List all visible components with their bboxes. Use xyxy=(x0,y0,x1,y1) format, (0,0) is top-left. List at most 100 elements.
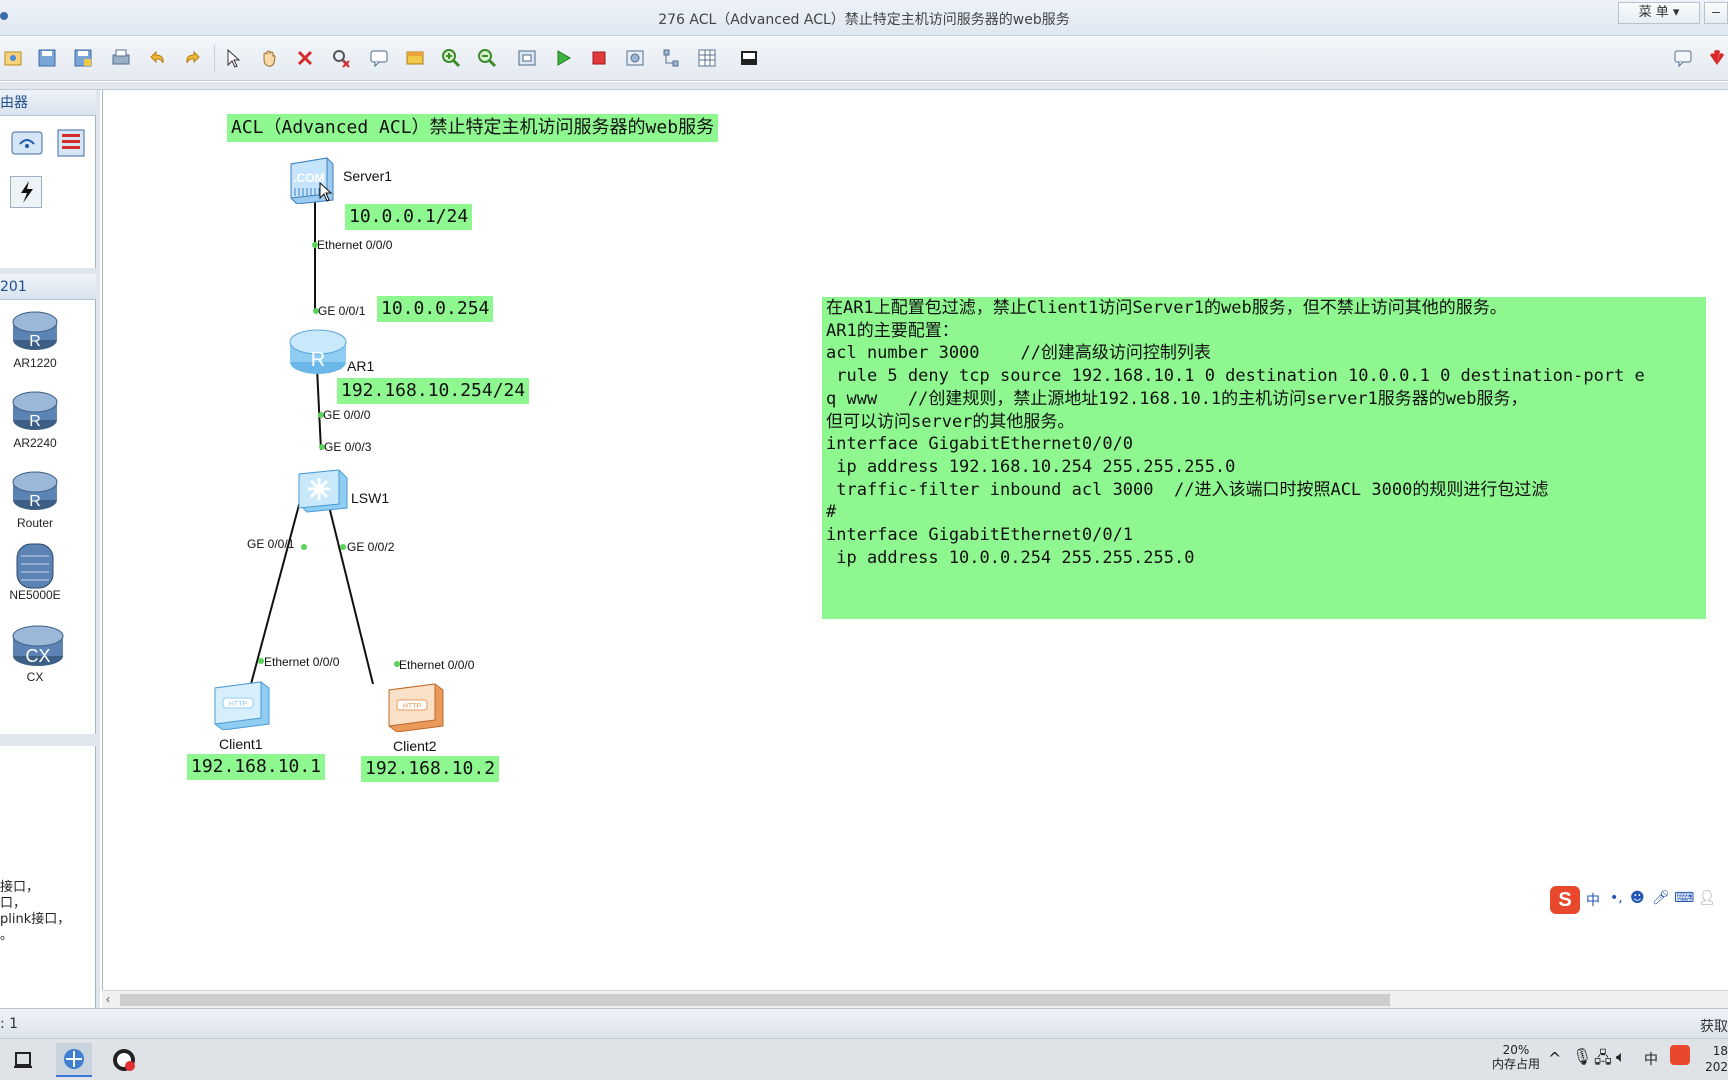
topology-heading[interactable]: ACL（Advanced ACL）禁止特定主机访问服务器的web服务 xyxy=(227,114,719,142)
server1-label[interactable]: Server1 xyxy=(343,168,393,184)
sogou-logo-icon[interactable]: S xyxy=(1550,886,1580,914)
device-ar2240[interactable]: R AR2240 xyxy=(0,388,70,450)
lsw1-label[interactable]: LSW1 xyxy=(351,490,390,506)
tray-clock[interactable]: 18 202 xyxy=(1705,1044,1728,1074)
svg-text:R: R xyxy=(29,493,41,510)
stop-device-icon[interactable] xyxy=(584,43,614,73)
undo-icon[interactable] xyxy=(142,43,172,73)
huawei-logo-icon[interactable] xyxy=(1702,43,1728,73)
router-icon: R xyxy=(11,468,59,516)
device-router[interactable]: R Router xyxy=(0,468,70,530)
toolbar-divider xyxy=(0,82,1728,90)
start-device-icon[interactable] xyxy=(548,43,578,73)
router-icon: R xyxy=(11,308,59,356)
tray-chevron-icon[interactable]: ^ xyxy=(1548,1049,1562,1068)
scroll-thumb[interactable] xyxy=(120,994,1390,1006)
wireless-device-icon[interactable] xyxy=(10,126,44,160)
palette-icon[interactable] xyxy=(400,43,430,73)
client2-http-client-icon[interactable]: HTTP xyxy=(385,680,445,733)
client1-label[interactable]: Client1 xyxy=(219,736,263,752)
svg-text:R: R xyxy=(29,333,41,350)
ar1-label[interactable]: AR1 xyxy=(347,358,375,374)
save-as-icon[interactable] xyxy=(68,43,98,73)
title-bar: 276 ACL（Advanced ACL）禁止特定主机访问服务器的web服务 菜… xyxy=(0,0,1728,36)
router-icon: R xyxy=(11,388,59,436)
device-series-header[interactable]: 201 xyxy=(0,274,96,300)
link-cable-icon[interactable] xyxy=(10,176,42,208)
server1-ip[interactable]: 10.0.0.1/24 xyxy=(345,204,473,230)
core-router-icon xyxy=(11,540,59,589)
lsw1-port-right: GE 0/0/2 xyxy=(347,540,395,554)
memory-usage[interactable]: 20% 内存占用 xyxy=(1491,1043,1540,1071)
status-count: : 1 xyxy=(0,1016,19,1032)
text-note-icon[interactable] xyxy=(364,43,394,73)
fit-icon[interactable] xyxy=(512,43,542,73)
console-icon[interactable] xyxy=(734,43,764,73)
config-notes[interactable]: 在AR1上配置包过滤，禁止Client1访问Server1的web服务，但不禁止… xyxy=(822,297,1706,619)
server1-port: Ethernet 0/0/0 xyxy=(317,238,393,252)
lsw1-port-left: GE 0/0/1 xyxy=(247,537,295,551)
ar1-router-icon[interactable]: R xyxy=(289,326,347,376)
device-ar1220[interactable]: R AR1220 xyxy=(0,308,70,370)
client2-ip[interactable]: 192.168.10.2 xyxy=(361,756,500,782)
scroll-left-icon[interactable]: ‹ xyxy=(106,992,110,1006)
ime-punctuation[interactable]: •, xyxy=(1610,890,1623,906)
device-ne5000e[interactable]: NE5000E xyxy=(0,540,70,602)
client2-label[interactable]: Client2 xyxy=(393,738,437,754)
ar1-ip-top[interactable]: 10.0.0.254 xyxy=(377,296,494,322)
status-bar: : 1 获取 xyxy=(0,1008,1728,1038)
client1-ip[interactable]: 192.168.10.1 xyxy=(187,754,326,780)
pan-hand-icon[interactable] xyxy=(254,43,284,73)
client1-http-client-icon[interactable]: HTTP xyxy=(211,678,271,731)
zoom-in-icon[interactable] xyxy=(436,43,466,73)
topology-icon[interactable] xyxy=(656,43,686,73)
zoom-out-icon[interactable] xyxy=(472,43,502,73)
new-topology-icon[interactable] xyxy=(0,43,28,73)
ar1-port-bottom: GE 0/0/0 xyxy=(323,408,371,422)
ar1-port-top: GE 0/0/1 xyxy=(318,304,366,318)
delete-icon[interactable] xyxy=(290,43,320,73)
ime-mode[interactable]: 中 xyxy=(1586,893,1600,909)
menu-button[interactable]: 菜 单 ▾ xyxy=(1618,2,1700,24)
svg-text:R: R xyxy=(29,413,41,430)
feedback-icon[interactable] xyxy=(1668,43,1698,73)
user-icon[interactable]: 👤︎ xyxy=(1698,890,1716,906)
capture-icon[interactable] xyxy=(620,43,650,73)
tray-network-icon[interactable]: 🖧 xyxy=(1594,1048,1612,1067)
ensp-taskbar-icon[interactable] xyxy=(56,1043,92,1077)
status-help[interactable]: 获取 xyxy=(1700,1019,1728,1035)
task-view-icon[interactable] xyxy=(6,1043,42,1077)
device-panel: 由器 201 R AR1220 R AR2240 R Router xyxy=(0,90,100,1008)
device-label: AR1220 xyxy=(13,356,57,370)
app-icon[interactable] xyxy=(0,12,8,20)
firewall-device-icon[interactable] xyxy=(54,126,88,160)
microphone-icon[interactable]: 🎤︎ xyxy=(1652,890,1670,906)
select-icon[interactable] xyxy=(218,43,248,73)
svg-text:.COM: .COM xyxy=(293,171,324,185)
ar1-ip-bottom[interactable]: 192.168.10.254/24 xyxy=(337,378,530,404)
recorder-taskbar-icon[interactable] xyxy=(106,1043,142,1077)
server1-icon[interactable]: .COM xyxy=(287,154,337,264)
grid-icon[interactable] xyxy=(692,43,722,73)
svg-text:HTTP: HTTP xyxy=(229,701,248,708)
delete-link-icon[interactable] xyxy=(326,43,356,73)
device-category-header[interactable]: 由器 xyxy=(0,90,96,116)
redo-icon[interactable] xyxy=(178,43,208,73)
canvas-horizontal-scrollbar[interactable]: ‹ xyxy=(102,990,1728,1008)
tray-microphone-icon[interactable]: 🎙︎ xyxy=(1572,1047,1593,1066)
device-description: 接口， 口， plink接口， 。 xyxy=(0,880,71,943)
tray-language[interactable]: 中 xyxy=(1644,1052,1658,1068)
ime-toolbar[interactable]: S 中 •, ☻ 🎤︎ ⌨ 👤︎ xyxy=(1548,884,1728,918)
save-icon[interactable] xyxy=(32,43,62,73)
print-icon[interactable] xyxy=(106,43,136,73)
topology-links xyxy=(250,198,400,685)
minimize-button[interactable]: – xyxy=(1704,2,1728,24)
tray-sogou-icon[interactable] xyxy=(1670,1045,1690,1065)
keyboard-icon[interactable]: ⌨ xyxy=(1674,890,1695,906)
tray-volume-icon[interactable]: 🔈︎ xyxy=(1616,1047,1626,1066)
svg-text:CX: CX xyxy=(25,646,50,666)
device-cx[interactable]: CX CX xyxy=(0,622,70,684)
emoji-icon[interactable]: ☻ xyxy=(1630,890,1645,906)
lsw1-switch-icon[interactable] xyxy=(295,464,349,516)
toolbar xyxy=(0,37,1728,81)
